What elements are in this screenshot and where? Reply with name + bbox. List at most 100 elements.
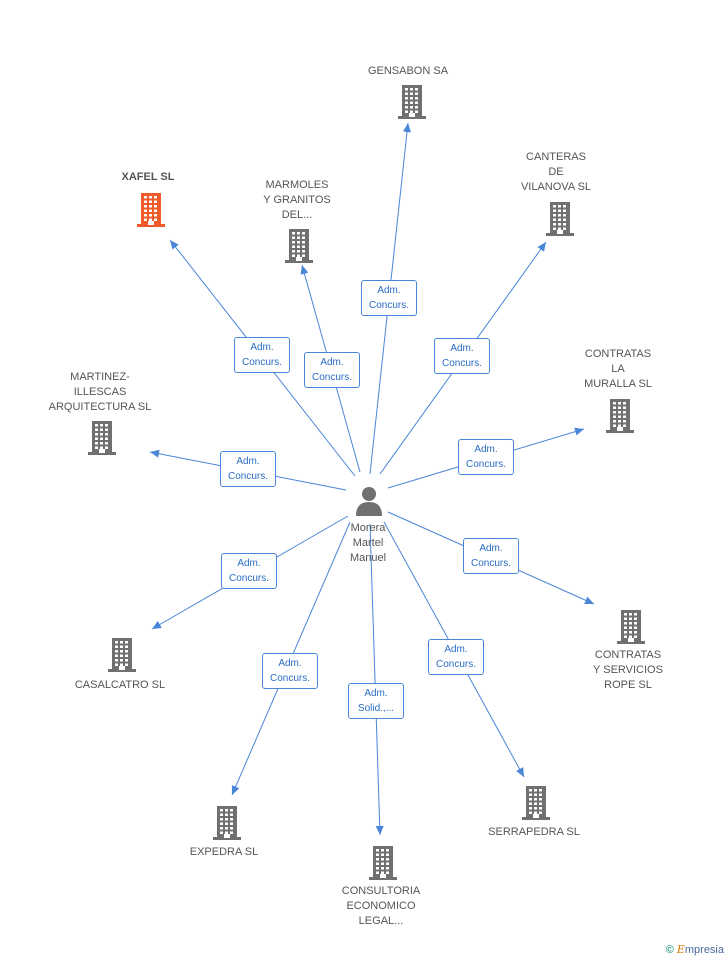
- company-node-consultoria[interactable]: [367, 846, 399, 885]
- person-name-line: Manuel: [349, 552, 387, 564]
- role-badge-gensabon: Adm.Concurs.: [361, 280, 417, 316]
- company-label-line: CASALCATRO SL: [74, 679, 166, 691]
- arrowhead-canteras: [537, 242, 546, 252]
- arrowhead-casalcatro: [152, 621, 162, 629]
- role-text: Concurs.: [441, 358, 482, 369]
- company-node-contratas-rope[interactable]: [615, 610, 647, 649]
- company-label-line: MARTINEZ-: [70, 371, 130, 383]
- building-icon: [88, 421, 116, 455]
- person-node[interactable]: [354, 486, 384, 521]
- role-text: Adm.: [474, 444, 498, 455]
- role-text: Adm.: [237, 558, 261, 569]
- role-badge-xafel: Adm. Concurs.: [234, 337, 290, 373]
- role-text: Adm.: [250, 342, 274, 353]
- company-node-casalcatro[interactable]: [106, 638, 138, 677]
- person-icon: [356, 487, 382, 516]
- arrowhead-consultoria: [375, 825, 384, 835]
- company-node-marmoles[interactable]: [283, 229, 315, 268]
- company-label-line: ARQUITECTURA SL: [48, 401, 152, 413]
- company-label-marmoles[interactable]: MARMOLES Y GRANITOS DEL...: [263, 178, 330, 223]
- arrowhead-martinez: [150, 449, 160, 458]
- company-label-line: ECONOMICO: [346, 900, 416, 912]
- role-badge-serrapedra: Adm.Concurs.: [428, 639, 484, 675]
- role-badge-contratas-rope: Adm. Concurs.: [463, 538, 519, 574]
- company-label-line: VILANOVA SL: [520, 181, 592, 193]
- company-label-line: DEL...: [281, 209, 313, 221]
- company-label-line: CONSULTORIA: [341, 885, 421, 897]
- arrowhead-serrapedra: [516, 767, 524, 777]
- arrowhead-marmoles: [300, 265, 309, 275]
- company-label-martinez[interactable]: MARTINEZ- ILLESCAS ARQUITECTURA SL: [49, 370, 152, 415]
- company-node-contratas-muralla[interactable]: [604, 399, 636, 438]
- company-label-xafel[interactable]: XAFEL SL: [122, 170, 175, 185]
- company-label-gensabon[interactable]: GENSABON SA: [368, 64, 448, 79]
- company-node-expedra[interactable]: [211, 806, 243, 845]
- role-text: Concurs.: [470, 558, 511, 569]
- person-name-line: Morera: [350, 522, 386, 534]
- company-label-consultoria[interactable]: CONSULTORIA ECONOMICO LEGAL...: [342, 884, 420, 929]
- role-badge-expedra: Adm.Concurs.: [262, 653, 318, 689]
- company-label-contratas-muralla[interactable]: CONTRATAS LA MURALLA SL: [584, 347, 652, 392]
- brand-name: mpresia: [684, 944, 724, 956]
- company-label-line: LA: [611, 363, 625, 375]
- building-icon: [137, 193, 165, 227]
- company-label-line: ROPE SL: [604, 679, 652, 691]
- company-label-line: ILLESCAS: [73, 386, 127, 398]
- company-node-canteras[interactable]: [544, 202, 576, 241]
- brand-footer: © Empresia: [666, 943, 724, 956]
- building-icon: [213, 806, 241, 840]
- role-text: Concurs.: [269, 673, 310, 684]
- role-badge-marmoles: Adm. Concurs.: [304, 352, 360, 388]
- arrowhead-gensabon: [403, 123, 412, 133]
- role-text: Adm.: [236, 456, 260, 467]
- arrowhead-contratas-muralla: [574, 427, 584, 436]
- company-label-line: MURALLA SL: [584, 378, 652, 390]
- company-label-line: SERRAPEDRA SL: [488, 826, 580, 838]
- role-badge-martinez: Adm. Concurs.: [220, 451, 276, 487]
- role-badge-casalcatro: Adm.Concurs.: [221, 553, 277, 589]
- role-text: Adm.: [479, 543, 503, 554]
- role-text: Concurs.: [368, 300, 409, 311]
- arrowhead-xafel: [170, 240, 179, 250]
- role-text: Concurs.: [311, 372, 352, 383]
- building-icon: [285, 229, 313, 263]
- company-label-expedra[interactable]: EXPEDRA SL: [190, 845, 258, 860]
- brand-initial: E: [676, 943, 685, 956]
- company-label-line: XAFEL SL: [121, 171, 175, 183]
- company-label-serrapedra[interactable]: SERRAPEDRA SL: [488, 825, 580, 840]
- role-text: Adm.: [364, 688, 388, 699]
- company-node-xafel[interactable]: [135, 193, 167, 232]
- role-badge-contratas-muralla: Adm.Concurs.: [458, 439, 514, 475]
- company-label-casalcatro[interactable]: CASALCATRO SL: [75, 678, 165, 693]
- role-badge-canteras: Adm.Concurs.: [434, 338, 490, 374]
- company-label-line: GENSABON SA: [367, 65, 449, 77]
- role-text: Adm.: [320, 357, 344, 368]
- building-icon: [369, 846, 397, 880]
- arrowhead-expedra: [231, 785, 240, 795]
- edge-consultoria: [369, 523, 381, 836]
- role-text: Concurs.: [227, 471, 268, 482]
- role-text: Concurs.: [241, 357, 282, 368]
- company-label-line: DE: [548, 166, 564, 178]
- copyright-icon: ©: [665, 944, 674, 956]
- company-label-line: Y GRANITOS: [263, 194, 331, 206]
- company-label-contratas-rope[interactable]: CONTRATAS Y SERVICIOS ROPE SL: [593, 648, 663, 693]
- company-label-line: CONTRATAS: [584, 348, 652, 360]
- company-node-martinez[interactable]: [86, 421, 118, 460]
- role-text: Solid.,...: [357, 703, 395, 714]
- building-icon: [617, 610, 645, 644]
- building-icon: [606, 399, 634, 433]
- company-label-line: LEGAL...: [358, 915, 404, 927]
- company-label-line: MARMOLES: [265, 179, 329, 191]
- building-icon: [398, 85, 426, 119]
- company-label-line: EXPEDRA SL: [189, 846, 259, 858]
- role-text: Adm.: [444, 644, 468, 655]
- company-node-gensabon[interactable]: [396, 85, 428, 124]
- building-icon: [522, 786, 550, 820]
- company-node-serrapedra[interactable]: [520, 786, 552, 825]
- company-label-line: Y SERVICIOS: [593, 664, 663, 676]
- company-label-line: CONTRATAS: [594, 649, 662, 661]
